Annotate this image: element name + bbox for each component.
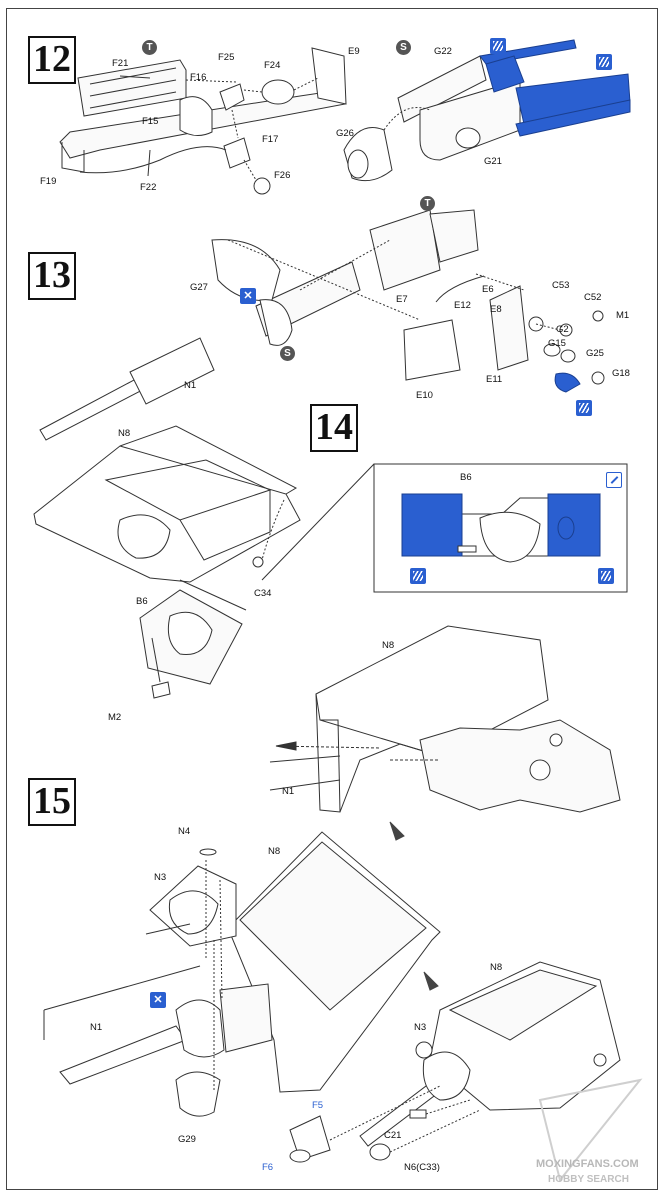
- part-label-g29: G29: [178, 1134, 196, 1145]
- step-number-12: 12: [28, 36, 76, 84]
- part-label-c53: C53: [552, 280, 570, 291]
- watermark-site: MOXINGFANS.COM: [536, 1158, 639, 1170]
- part-label-m1: M1: [616, 310, 630, 321]
- part-label-n1-turret: N1: [90, 1022, 103, 1033]
- part-label-f22: F22: [140, 182, 157, 193]
- step15-final-drawing: [289, 961, 621, 1163]
- part-label-g26: G26: [336, 128, 354, 139]
- paint-icon: [410, 568, 426, 584]
- part-label-n4: N4: [178, 826, 191, 837]
- arrow-down-right-2: [423, 971, 439, 991]
- part-label-f5: F5: [312, 1100, 324, 1111]
- part-label-e10: E10: [416, 390, 433, 401]
- glue-icon: ✕: [150, 992, 166, 1008]
- step14-mantlet-drawing: [33, 425, 301, 699]
- part-label-c21: C21: [384, 1130, 402, 1141]
- part-label-n1-hull: N1: [282, 786, 295, 797]
- brush-icon: [606, 472, 622, 488]
- part-label-b6-inset: B6: [460, 472, 472, 483]
- step14-inset-panel: [261, 463, 628, 593]
- paint-icon: [576, 400, 592, 416]
- part-label-g21: G21: [484, 156, 502, 167]
- part-label-e8: E8: [490, 304, 502, 315]
- part-label-n1: N1: [184, 380, 197, 391]
- part-label-g25: G25: [586, 348, 604, 359]
- step14-hull-drawing: [269, 625, 621, 813]
- step12-cradle-drawing: [59, 47, 347, 195]
- part-label-f15: F15: [142, 116, 159, 127]
- part-label-f25: F25: [218, 52, 235, 63]
- watermark-brand: HOBBY SEARCH: [548, 1174, 629, 1185]
- part-label-g22: G22: [434, 46, 452, 57]
- arrow-down-right-1: [389, 821, 405, 841]
- part-label-c52: C52: [584, 292, 602, 303]
- marker-s-icon: S: [396, 40, 411, 55]
- part-label-e6: E6: [482, 284, 494, 295]
- part-label-f19: F19: [40, 176, 57, 187]
- part-label-n8: N8: [118, 428, 131, 439]
- glue-icon: ✕: [240, 288, 256, 304]
- step-number-14: 14: [310, 404, 358, 452]
- part-label-n8-final: N8: [490, 962, 503, 973]
- part-label-f26: F26: [274, 170, 291, 181]
- part-label-f21: F21: [112, 58, 129, 69]
- part-label-f17: F17: [262, 134, 279, 145]
- step-number-13: 13: [28, 252, 76, 300]
- part-label-g15: G15: [548, 338, 566, 349]
- marker-t-icon: T: [420, 196, 435, 211]
- marker-t-icon: T: [142, 40, 157, 55]
- part-label-e7: E7: [396, 294, 408, 305]
- part-label-f6: F6: [262, 1162, 274, 1173]
- step15-turret-drawing: [43, 831, 441, 1117]
- paint-icon: [490, 38, 506, 54]
- paint-icon: [598, 568, 614, 584]
- part-label-n3-final: N3: [414, 1022, 427, 1033]
- part-label-n6-c33: N6(C33): [404, 1162, 440, 1173]
- part-label-f24: F24: [264, 60, 281, 71]
- marker-s-icon: S: [280, 346, 295, 361]
- part-label-e12: E12: [454, 300, 471, 311]
- part-label-n8-turret: N8: [268, 846, 281, 857]
- part-label-m2: M2: [108, 712, 122, 723]
- paint-icon: [596, 54, 612, 70]
- part-label-e9: E9: [348, 46, 360, 57]
- step13-gun-drawing: [39, 209, 605, 441]
- page-border: [6, 8, 658, 1190]
- part-label-n8-hull: N8: [382, 640, 395, 651]
- paper-plane-logo: [538, 1078, 643, 1183]
- part-label-c34: C34: [254, 588, 272, 599]
- step12-subassembly-drawing: [343, 39, 631, 182]
- part-label-g18: G18: [612, 368, 630, 379]
- part-label-n3: N3: [154, 872, 167, 883]
- step-number-15: 15: [28, 778, 76, 826]
- part-label-f16: F16: [190, 72, 207, 83]
- part-label-b6: B6: [136, 596, 148, 607]
- part-label-g27: G27: [190, 282, 208, 293]
- part-label-g2: G2: [556, 324, 569, 335]
- part-label-e11: E11: [486, 374, 503, 385]
